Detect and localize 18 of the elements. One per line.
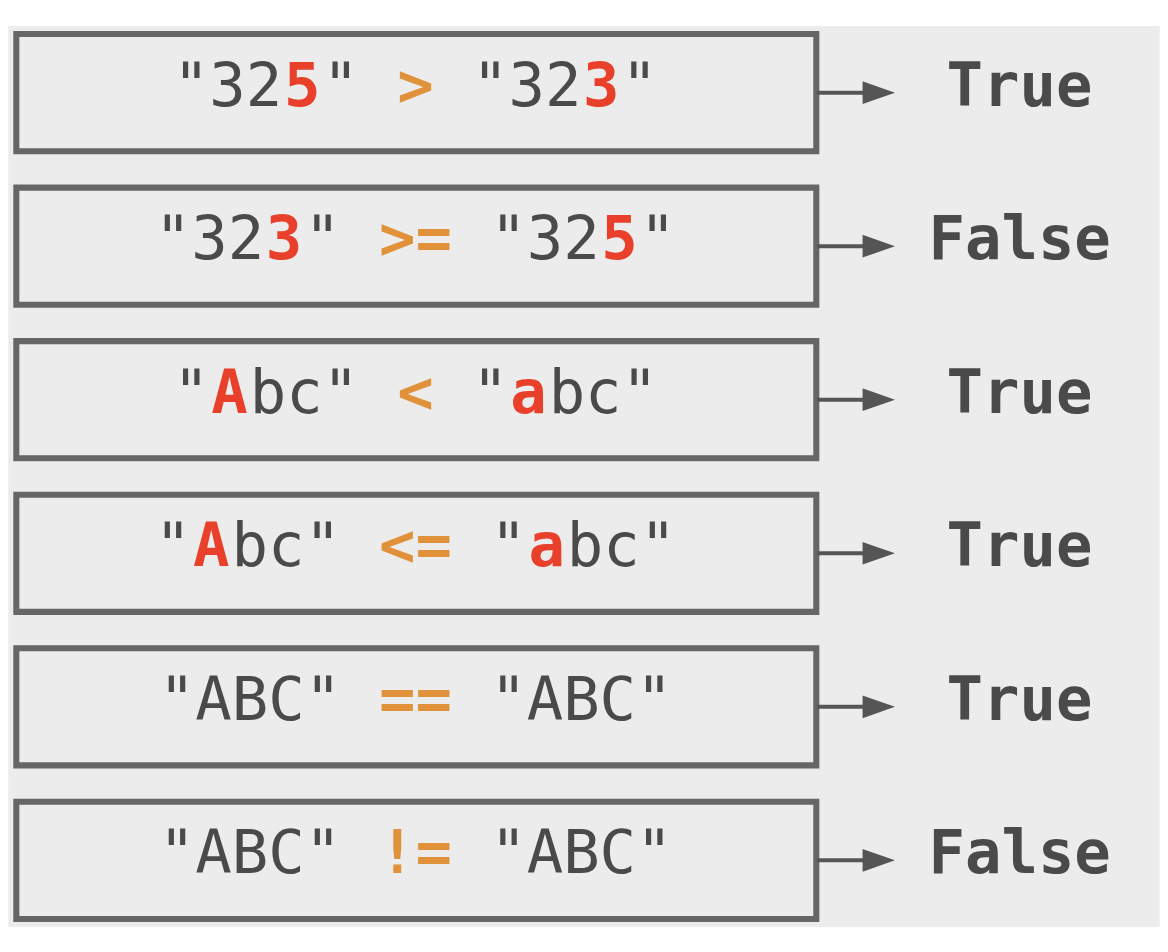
node-box: "ABC" == "ABC": [13, 644, 820, 768]
arrow: [816, 694, 895, 718]
node-text: True: [946, 356, 1093, 427]
node-text: False: [928, 202, 1111, 273]
node-box: "323" >= "325": [13, 184, 820, 308]
arrow: [816, 80, 895, 104]
node-text: True: [946, 509, 1093, 580]
arrow: [816, 387, 895, 411]
node-box: "Abc" < "abc": [13, 337, 820, 461]
arrow: [816, 234, 895, 258]
node-text: False: [928, 816, 1111, 887]
node-text: True: [946, 49, 1093, 120]
node-box: "ABC" != "ABC": [13, 798, 820, 922]
node-text: True: [946, 663, 1093, 734]
arrow: [816, 848, 895, 872]
node-box: "325" > "323": [13, 30, 820, 154]
node-box: "Abc" <= "abc": [13, 491, 820, 615]
arrow: [816, 541, 895, 565]
